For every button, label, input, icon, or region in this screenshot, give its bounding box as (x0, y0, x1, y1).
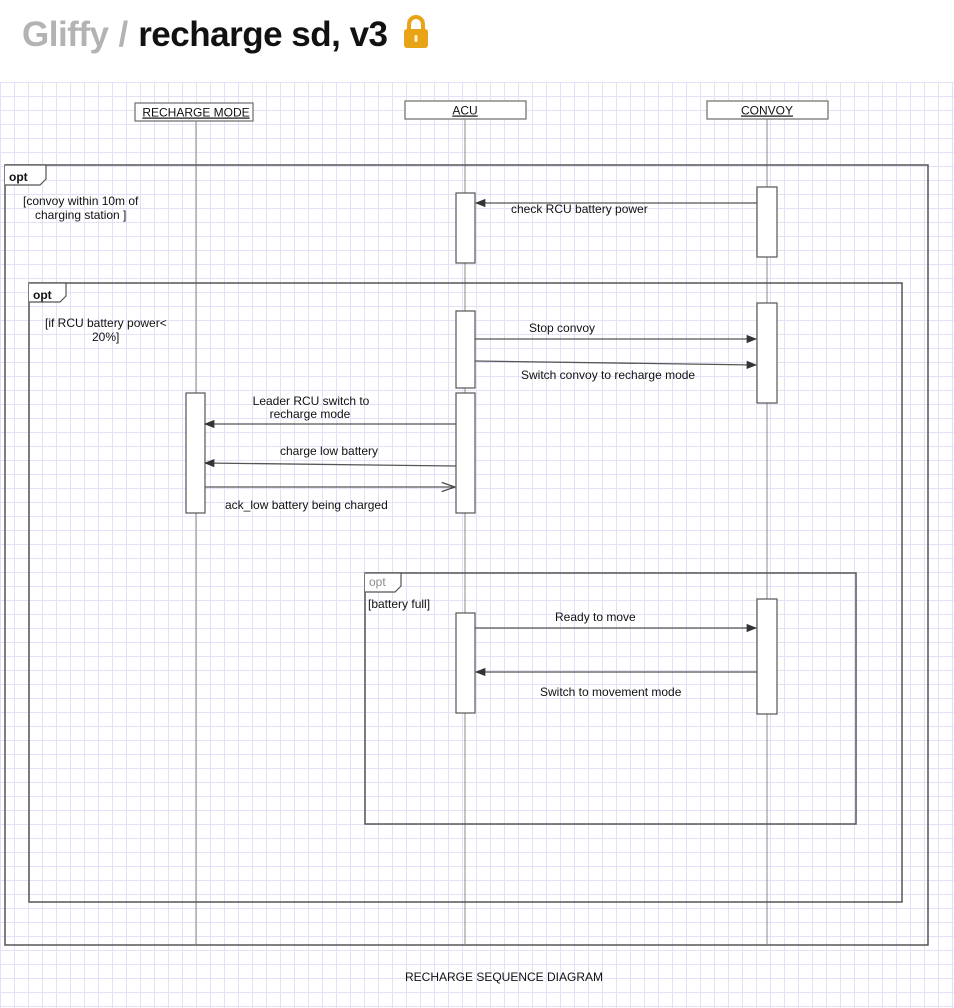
activation-convoy-1[interactable] (756, 186, 778, 258)
message-switch-movement[interactable]: Switch to movement mode (474, 667, 757, 699)
participant-acu[interactable]: ACU (404, 100, 527, 120)
message-charge-low[interactable]: charge low battery (203, 444, 457, 468)
fragment-guard: [if RCU battery power< (45, 316, 167, 330)
page-header: Gliffy / recharge sd, v3 (22, 12, 430, 58)
message-check-power[interactable]: check RCU battery power (474, 198, 757, 216)
message-leader-switch[interactable]: Leader RCU switch to recharge mode (203, 394, 456, 429)
message-label: check RCU battery power (511, 202, 648, 216)
participant-label-convoy: CONVOY (741, 104, 793, 118)
fragment-outer-opt[interactable]: opt [convoy within 10m of charging stati… (4, 164, 929, 946)
activation-acu-3[interactable] (455, 392, 476, 514)
message-label: charge low battery (280, 444, 378, 458)
participant-convoy[interactable]: CONVOY (706, 100, 829, 120)
message-switch-convoy[interactable]: Switch convoy to recharge mode (474, 360, 758, 382)
diagram-canvas[interactable]: RECHARGE MODE ACU CONVOY opt [convoy wit… (0, 82, 954, 1008)
message-label: Switch convoy to recharge mode (521, 368, 695, 382)
breadcrumb-separator: / (118, 15, 129, 54)
activation-acu-4[interactable] (455, 612, 476, 714)
participant-label-recharge-mode: RECHARGE MODE (142, 106, 249, 120)
fragment-guard: [battery full] (368, 597, 430, 611)
fragment-operator: opt (33, 288, 52, 302)
breadcrumb-app-name[interactable]: Gliffy (22, 15, 109, 54)
message-label: Leader RCU switch to (253, 394, 370, 408)
fragment-operator: opt (369, 575, 386, 589)
fragment-guard: 20%] (92, 330, 119, 344)
message-label: Stop convoy (529, 321, 595, 335)
participant-recharge-mode[interactable]: RECHARGE MODE (134, 102, 254, 122)
lock-icon[interactable] (402, 14, 430, 50)
activation-convoy-3[interactable] (756, 598, 778, 715)
activation-acu-1[interactable] (455, 192, 476, 264)
message-label: Ready to move (555, 610, 636, 624)
message-ready-to-move[interactable]: Ready to move (475, 610, 758, 633)
activation-convoy-2[interactable] (756, 302, 778, 404)
sequence-diagram: RECHARGE MODE ACU CONVOY opt [convoy wit… (4, 100, 929, 984)
fragment-guard: [convoy within 10m of (23, 194, 139, 208)
message-stop-convoy[interactable]: Stop convoy (475, 321, 758, 344)
message-ack-low[interactable]: ack_low battery being charged (205, 487, 455, 512)
fragment-guard: charging station ] (35, 208, 126, 222)
fragment-middle-opt[interactable]: opt [if RCU battery power< 20%] (28, 282, 903, 903)
message-label: recharge mode (270, 407, 351, 421)
activation-recharge-mode[interactable] (185, 392, 206, 514)
activation-acu-2[interactable] (455, 310, 476, 389)
message-label: ack_low battery being charged (225, 498, 388, 512)
fragment-inner-opt[interactable]: opt [battery full] (364, 572, 857, 825)
document-title: recharge sd, v3 (138, 15, 388, 54)
participant-label-acu: ACU (452, 104, 477, 118)
message-label: Switch to movement mode (540, 685, 682, 699)
fragment-operator: opt (9, 170, 28, 184)
diagram-caption: RECHARGE SEQUENCE DIAGRAM (405, 970, 603, 984)
